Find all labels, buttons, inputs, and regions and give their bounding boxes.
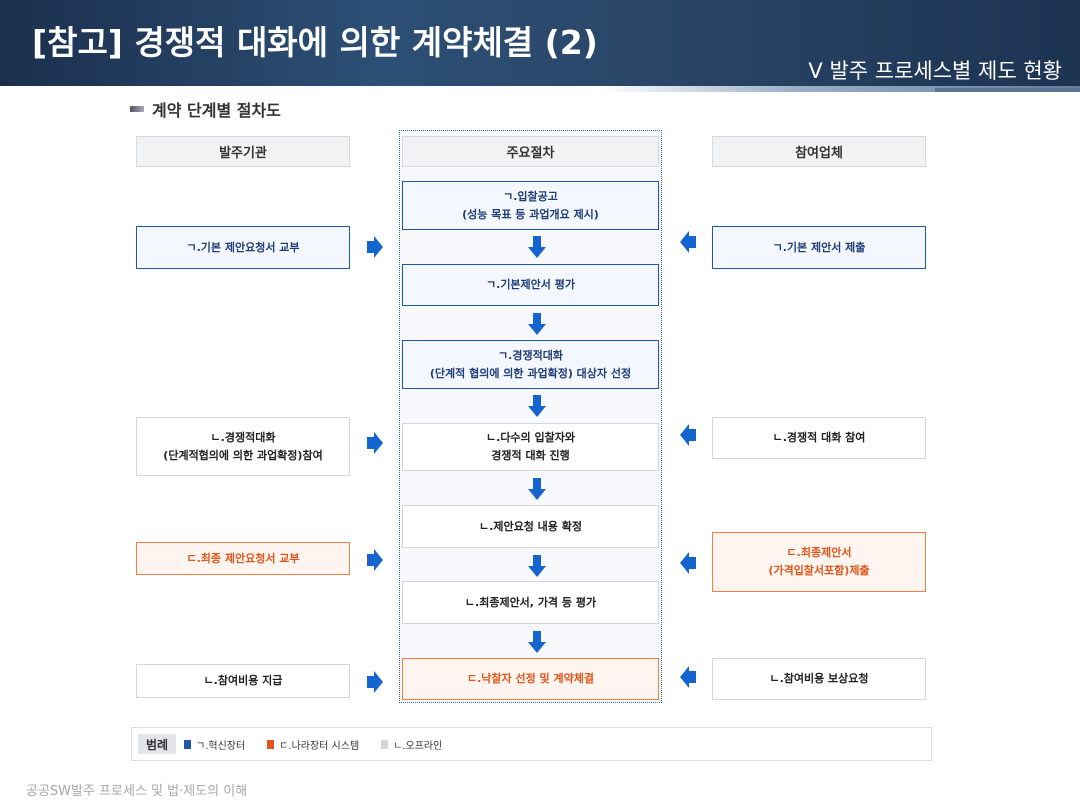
box-text-line1: ㄴ.최종제안서, 가격 등 평가 [464, 595, 597, 609]
box-text-line1: ㄴ.경쟁적대화 [210, 430, 276, 444]
process-step: ㄴ.제안요청 내용 확정 [402, 505, 659, 548]
box-text-line1: ㄴ.다수의 입찰자와 [486, 431, 575, 444]
column-header-right: 참여업체 [712, 136, 926, 167]
header-banner: [참고] 경쟁적 대화에 의한 계약체결 (2) V 발주 프로세스별 제도 현… [0, 0, 1080, 86]
ordering-agency-step: ㄱ.기본 제안요청서 교부 [136, 226, 350, 269]
box-text-line2: (단계적 협의에 의한 과업확정) 대상자 선정 [429, 366, 632, 380]
bullet-icon [130, 106, 144, 112]
ordering-agency-step: ㄷ.최종 제안요청서 교부 [136, 542, 350, 575]
arrow-down-icon [528, 313, 546, 335]
vendor-step: ㄴ.참여비용 보상요청 [712, 658, 926, 700]
box-text-line1: ㄱ.기본제안서 평가 [486, 278, 575, 291]
legend-swatch [381, 739, 389, 749]
box-text-line1: ㄴ.참여비용 지급 [203, 674, 283, 687]
legend-item: ㄷ.나라장터 시스템 [267, 737, 359, 752]
box-text-line1: ㄴ.참여비용 보상요청 [769, 672, 869, 685]
section-title: 계약 단계별 절차도 [152, 101, 281, 120]
process-step: ㄴ.최종제안서, 가격 등 평가 [402, 581, 659, 624]
box-text-line1: ㄱ.입찰공고 [503, 189, 558, 203]
box-text-line1: ㄱ.경쟁적대화 [498, 348, 563, 362]
box-text-line2: 경쟁적 대화 진행 [491, 449, 570, 462]
arrow-down-icon [528, 236, 546, 258]
arrow-left-icon [680, 231, 696, 253]
box-text-line2: (가격입찰서포함)제출 [768, 564, 870, 577]
arrow-down-icon [528, 478, 546, 500]
page-title: [참고] 경쟁적 대화에 의한 계약체결 (2) [32, 23, 598, 62]
column-header-left: 발주기관 [136, 136, 350, 167]
ordering-agency-step: ㄴ.경쟁적대화 (단계적협의에 의한 과업확정)참여 [136, 417, 350, 476]
box-text-line1: ㄱ.기본 제안요청서 교부 [186, 240, 300, 254]
process-step: ㄷ.낙찰자 선정 및 계약체결 [402, 658, 659, 700]
section-heading: 계약 단계별 절차도 [130, 97, 281, 121]
box-text-line2: (성능 목표 등 과업개요 제시) [462, 207, 599, 221]
page-subtitle: V 발주 프로세스별 제도 현황 [808, 59, 1062, 83]
ordering-agency-step: ㄴ.참여비용 지급 [136, 664, 350, 698]
header-divider [600, 86, 1080, 92]
box-text-line1: ㄷ.낙찰자 선정 및 계약체결 [467, 672, 594, 685]
arrow-down-icon [528, 395, 546, 417]
box-text-line2: (단계적협의에 의한 과업확정)참여 [163, 448, 323, 462]
legend-swatch [267, 739, 275, 749]
arrow-left-icon [680, 424, 696, 446]
legend-label: ㄴ.오프라인 [393, 740, 443, 752]
legend-swatch [184, 739, 191, 749]
legend-item: ㄱ.혁신장터 [184, 737, 245, 752]
header-divider-accent [935, 88, 1080, 92]
process-step: ㄱ.기본제안서 평가 [402, 264, 659, 306]
legend-title: 범례 [138, 734, 176, 754]
arrow-right-icon [367, 671, 383, 693]
arrow-right-icon [367, 432, 383, 454]
arrow-down-icon [528, 555, 546, 577]
arrow-right-icon [367, 549, 383, 571]
vendor-step: ㄱ.기본 제안서 제출 [712, 226, 926, 269]
box-text-line1: ㄷ.최종제안서 [786, 546, 852, 559]
column-header-center: 주요절차 [402, 136, 659, 167]
vendor-step: ㄷ.최종제안서 (가격입찰서포함)제출 [712, 532, 926, 592]
box-text-line1: ㄱ.기본 제안서 제출 [772, 240, 866, 254]
box-text-line1: ㄴ.경쟁적 대화 참여 [772, 431, 866, 444]
legend-label: ㄱ.혁신장터 [196, 740, 246, 752]
arrow-left-icon [680, 552, 696, 574]
footer-text: 공공SW발주 프로세스 및 법·제도의 이해 [26, 784, 248, 799]
legend-item: ㄴ.오프라인 [381, 737, 442, 752]
process-step: ㄱ.경쟁적대화 (단계적 협의에 의한 과업확정) 대상자 선정 [402, 340, 659, 389]
arrow-left-icon [680, 666, 696, 688]
arrow-down-icon [528, 631, 546, 653]
arrow-right-icon [367, 236, 383, 258]
legend: 범례 ㄱ.혁신장터 ㄷ.나라장터 시스템 ㄴ.오프라인 [131, 727, 932, 761]
vendor-step: ㄴ.경쟁적 대화 참여 [712, 417, 926, 459]
box-text-line1: ㄷ.최종 제안요청서 교부 [186, 551, 300, 565]
process-step: ㄱ.입찰공고 (성능 목표 등 과업개요 제시) [402, 181, 659, 230]
legend-label: ㄷ.나라장터 시스템 [279, 740, 360, 752]
box-text-line1: ㄴ.제안요청 내용 확정 [479, 519, 582, 533]
